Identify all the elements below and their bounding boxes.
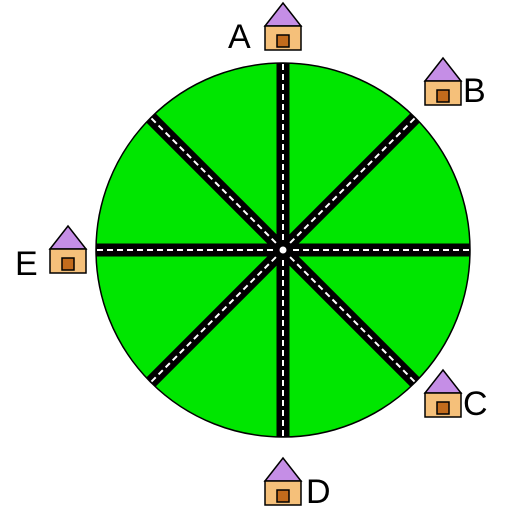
- lane-marking-northwest: [150, 117, 284, 251]
- roof: [263, 456, 303, 482]
- lane-marking-southwest: [150, 249, 284, 383]
- door: [276, 489, 290, 503]
- door: [436, 401, 450, 415]
- door: [276, 34, 290, 48]
- house-e-icon: [48, 224, 88, 274]
- house-b-icon: [423, 56, 463, 106]
- house-a-icon: [263, 1, 303, 51]
- house-c-icon: [423, 368, 463, 418]
- house-b-label: B: [463, 72, 486, 110]
- radial-roads: [96, 63, 470, 437]
- house-a-label: A: [228, 18, 251, 56]
- house-d-icon: [263, 456, 303, 506]
- house-d-label: D: [306, 473, 331, 511]
- lane-marking-southeast: [282, 249, 416, 383]
- roof: [423, 56, 463, 82]
- door: [61, 257, 75, 271]
- lane-marking-northeast: [282, 117, 416, 251]
- roof: [423, 368, 463, 394]
- center-hub: [276, 243, 290, 257]
- roof: [48, 224, 88, 250]
- roof: [263, 1, 303, 27]
- door: [436, 89, 450, 103]
- house-c-label: C: [463, 385, 488, 423]
- house-e-label: E: [15, 245, 38, 283]
